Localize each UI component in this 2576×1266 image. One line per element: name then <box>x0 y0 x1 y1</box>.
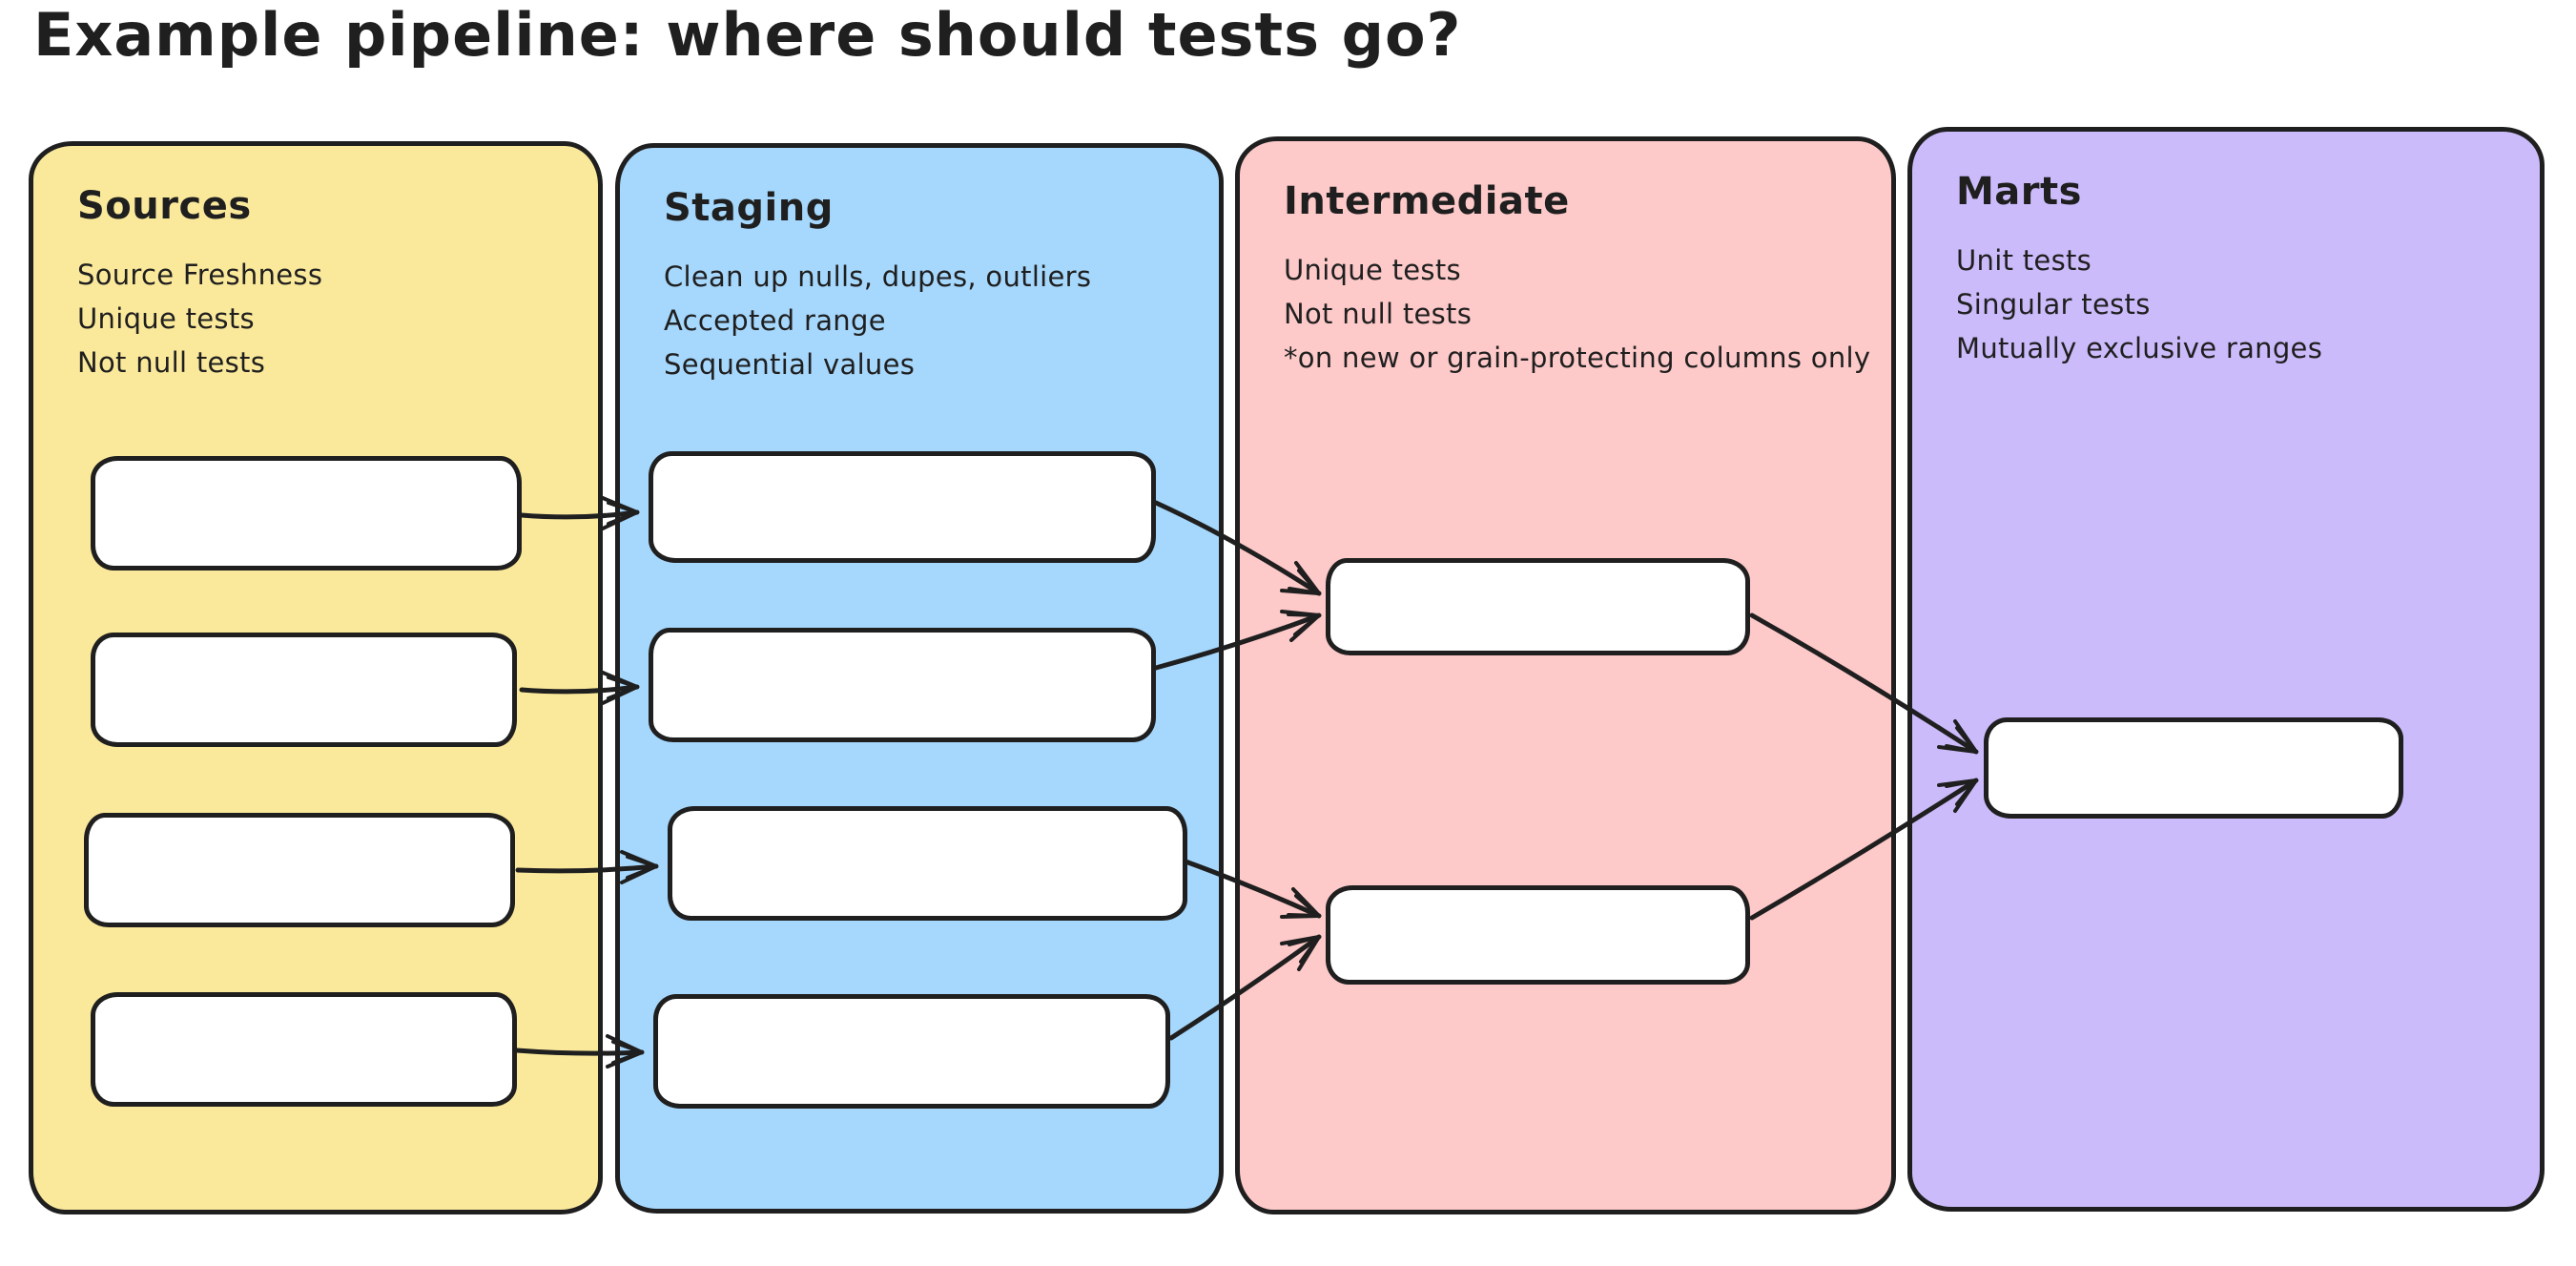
note-line: Clean up nulls, dupes, outliers <box>664 260 1092 293</box>
panel-marts-notes: Unit tests Singular tests Mutually exclu… <box>1956 239 2540 370</box>
staging-box-3 <box>668 806 1187 921</box>
note-line: Mutually exclusive ranges <box>1956 332 2323 364</box>
sources-box-4 <box>91 992 517 1107</box>
note-line: Unique tests <box>1284 254 1461 286</box>
sources-box-1 <box>91 456 522 571</box>
sources-box-2 <box>91 633 517 747</box>
staging-box-1 <box>649 451 1156 563</box>
note-line: Sequential values <box>664 348 916 381</box>
staging-box-2 <box>649 628 1156 742</box>
panel-marts: Marts Unit tests Singular tests Mutually… <box>1907 127 2545 1212</box>
note-line: Unique tests <box>77 302 255 335</box>
note-line: Unit tests <box>1956 244 2092 277</box>
note-line: Accepted range <box>664 304 886 337</box>
intermediate-box-1 <box>1326 558 1750 655</box>
panel-marts-title: Marts <box>1956 170 2082 214</box>
diagram-title: Example pipeline: where should tests go? <box>33 0 1462 70</box>
panel-intermediate-title: Intermediate <box>1284 179 1570 223</box>
panel-sources-title: Sources <box>77 184 252 228</box>
note-line: Source Freshness <box>77 259 323 291</box>
marts-box-1 <box>1984 717 2403 819</box>
panel-staging-notes: Clean up nulls, dupes, outliers Accepted… <box>664 255 1219 386</box>
note-line: Not null tests <box>1284 298 1473 330</box>
note-line: Singular tests <box>1956 288 2151 321</box>
staging-box-4 <box>653 994 1170 1109</box>
panel-intermediate: Intermediate Unique tests Not null tests… <box>1235 136 1896 1214</box>
note-line: Not null tests <box>77 346 266 379</box>
panel-staging-title: Staging <box>664 186 834 230</box>
intermediate-box-2 <box>1326 885 1750 985</box>
panel-intermediate-notes: Unique tests Not null tests *on new or g… <box>1284 248 1891 380</box>
panel-sources-notes: Source Freshness Unique tests Not null t… <box>77 253 598 384</box>
note-line: *on new or grain-protecting columns only <box>1284 342 1871 374</box>
sources-box-3 <box>84 813 515 927</box>
